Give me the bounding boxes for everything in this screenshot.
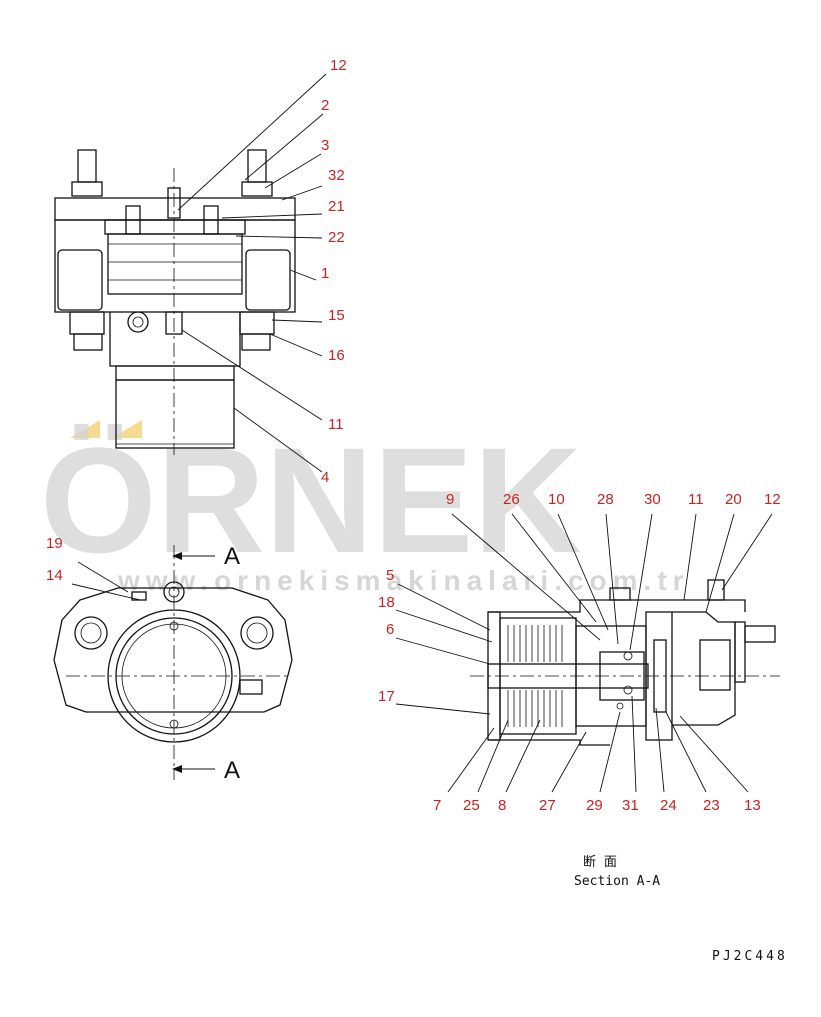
section-bottom-callouts: 7 25 8 27 29 31 24 23 13 <box>433 797 761 814</box>
section-caption-japanese: 断 面 <box>583 855 617 870</box>
callout-8: 8 <box>498 797 506 814</box>
callout-23: 23 <box>703 797 720 814</box>
section-left-callouts: 5 18 6 17 <box>378 567 395 705</box>
callout-19: 19 <box>46 535 63 552</box>
callout-30: 30 <box>644 491 661 508</box>
callout-4: 4 <box>321 469 329 486</box>
watermark-brand: ÖRNEK <box>40 416 582 584</box>
callout-6: 6 <box>386 621 394 638</box>
callout-2: 2 <box>321 97 329 114</box>
callout-7: 7 <box>433 797 441 814</box>
callout-11: 11 <box>328 416 344 433</box>
callout-15: 15 <box>328 307 345 324</box>
top-view-leaders <box>177 73 327 473</box>
top-view <box>54 149 296 455</box>
callout-3: 3 <box>321 137 329 154</box>
callout-5: 5 <box>386 567 394 584</box>
callout-12: 12 <box>330 57 347 74</box>
bottom-view <box>53 545 293 780</box>
callout-24: 24 <box>660 797 677 814</box>
callout-26: 26 <box>503 491 520 508</box>
watermark-url: www.ornekismakinalari.com.tr <box>117 565 690 596</box>
callout-12-section: 12 <box>764 491 781 508</box>
watermark: ÖRNEK www.ornekismakinalari.com.tr <box>40 416 690 596</box>
callout-10: 10 <box>548 491 565 508</box>
callout-14: 14 <box>46 567 63 584</box>
top-view-callouts: 12 2 3 32 21 22 1 15 16 11 4 <box>321 57 347 486</box>
callout-29: 29 <box>586 797 603 814</box>
callout-13: 13 <box>744 797 761 814</box>
callout-9: 9 <box>446 491 454 508</box>
drawing-code: PJ2C448 <box>712 949 788 964</box>
callout-11-section: 11 <box>688 491 704 508</box>
callout-18: 18 <box>378 594 395 611</box>
bottom-view-labels: 19 14 A A <box>46 535 240 784</box>
section-top-callouts: 9 26 10 28 30 11 20 12 <box>446 491 781 508</box>
callout-32: 32 <box>328 167 345 184</box>
section-mark-lower: A <box>224 757 240 784</box>
callout-1: 1 <box>321 265 329 282</box>
callout-25: 25 <box>463 797 480 814</box>
callout-28: 28 <box>597 491 614 508</box>
callout-16: 16 <box>328 347 345 364</box>
section-view <box>470 579 780 746</box>
callout-27: 27 <box>539 797 556 814</box>
callout-22: 22 <box>328 229 345 246</box>
callout-31: 31 <box>622 797 639 814</box>
section-leaders <box>395 513 773 793</box>
section-mark-upper: A <box>224 543 240 570</box>
callout-21: 21 <box>328 198 345 215</box>
callout-17: 17 <box>378 688 395 705</box>
section-caption-english: Section A-A <box>574 874 660 889</box>
callout-20: 20 <box>725 491 742 508</box>
